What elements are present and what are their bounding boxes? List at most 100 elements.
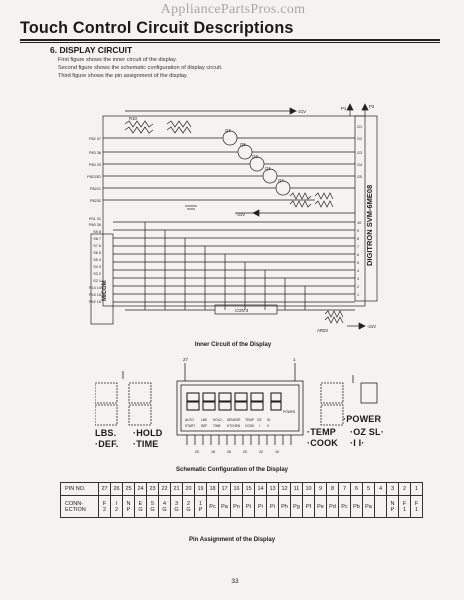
right-pin-label: 7 [357,245,359,249]
connection-cell: 5 G [146,495,159,518]
section-heading: 6. DISPLAY CIRCUIT [50,45,133,55]
display-small-label: TIME [213,424,221,428]
left-pin-label: P82 37 [89,137,101,141]
description-line: Third figure shows the pin assignment of… [58,73,188,79]
array-label: AR03 [317,328,328,333]
display-schematic: 27 1 POWER AUTO LBS HOLD SENSOR TEMP OZ … [95,357,378,454]
display-small-label: TEMP [245,418,254,422]
left-pin-label: P15 15 [89,293,101,297]
description-line: First figure shows the inner circuit of … [58,57,177,63]
left-pin-label: P01 31 [89,217,101,221]
micom-box [90,233,114,325]
transistor-label: Q1 [265,166,271,171]
connection-cell: Pa [218,495,231,518]
time-label: ·TIME [133,439,159,449]
pin-number-cell: 9 [314,482,327,496]
pin-number-cell: 25 [122,482,135,496]
connection-cell: Pc [338,495,351,518]
pin-number-cell: 3 [386,482,399,496]
right-pin-label: G2 [357,137,362,141]
pin-number-cell: 6 [350,482,363,496]
right-pin-label: 5 [357,261,359,265]
pin-number-cell: 15 [242,482,255,496]
display-small-label: START [185,424,195,428]
connection-cell: Pd [326,495,339,518]
left-pin-label: S8 7 [93,237,101,241]
display-pin-right: 1 [293,357,296,362]
pin-number-cell: 4 [374,482,387,496]
display-small-label: SL [267,418,271,422]
connection-cell: F 1 [410,495,423,518]
display-pin-number: 32 [259,450,263,454]
right-pin-label: G3 [357,151,362,155]
display-pin-left: 27 [183,357,189,362]
pin-number-cell: 19 [194,482,207,496]
left-pin-label: S3 2 [93,272,101,276]
left-pin-label: P52 16 [89,300,101,304]
transistor-label: Q3 [225,128,231,133]
pin-number-cell: 23 [146,482,159,496]
display-small-label: I [259,424,260,428]
right-pin-label: 10 [357,221,361,225]
right-pin-label: 8 [357,237,359,241]
page-title: Touch Control Circuit Descriptions [20,18,294,37]
page-number: 33 [231,578,239,585]
connection-cell: Pc [206,495,219,518]
left-pin-label: S9 8 [93,230,101,234]
pin-assignment-caption: Pin Assignment of the Display [188,537,276,543]
display-pin-number: 10 [275,450,279,454]
left-pin-label: P8232 [90,199,101,203]
pin-number-cell: 14 [254,482,267,496]
left-pin-label: P8213D [87,175,101,179]
pin-number-cell: 21 [170,482,183,496]
connection-cell: F 1 [398,495,411,518]
connection-cell: Pn [230,495,243,518]
display-small-label: KTCHEN [227,424,241,428]
display-small-label: II [267,424,269,428]
right-pin-label: 2 [357,285,359,289]
left-pin-label: S4 3 [93,265,101,269]
schematic-caption: Schematic Configuration of the Display [175,467,288,473]
title-rule [20,39,440,41]
display-small-label: HOLD [213,418,223,422]
right-pin-label: 3 [357,277,359,281]
right-pin-label: G4 [357,163,362,167]
micom-label: MICOM [102,280,108,301]
hold-label: ·HOLD [133,428,163,438]
pin-number-cell: 13 [266,482,279,496]
pin-number-cell: 2 [398,482,411,496]
pin-number-cell: 7 [338,482,351,496]
pin-number-cell: 8 [326,482,339,496]
digitron-box [354,115,378,302]
inner-circuit-caption: Inner Circuit of the Display [194,342,272,348]
power-label: ·POWER [343,414,382,424]
pin-number-cell: 1 [410,482,423,496]
left-pin-label: S6 5 [93,251,101,255]
left-pin-label: P8221 [90,187,101,191]
pin-number-cell: 26 [110,482,123,496]
pin-number-cell: 24 [134,482,147,496]
connection-cell: Pb [350,495,363,518]
connection-cell: Pe [314,495,327,518]
connection-cell [374,495,387,518]
i-ii-label: ·I I· [350,438,365,448]
def-label: ·DEF. [95,439,119,449]
power-small-label: POWER [283,410,296,414]
connection-cell: Pg [290,495,303,518]
pin-number-cell: 18 [206,482,219,496]
right-pin-label: 4 [357,269,359,273]
lbs-label: LBS. [95,428,117,438]
display-pin-number: 20 [243,450,247,454]
connection-cell: 4 G [158,495,171,518]
inner-circuit-diagram: -31V R10 P1 P2 -31V CON 3 -31V AR03 Q3 Q… [87,103,378,333]
cook-label: ·COOK [307,438,338,448]
right-pin-label: 1 [357,293,359,297]
left-pin-label: S2 1 [93,279,101,283]
transistor-label: Q5 [240,142,246,147]
pin-number-header: PIN NO. [60,482,99,496]
right-pin-label: G5 [357,175,362,179]
digitron-label: DIGITRON SVM-6ME08 [365,185,374,266]
